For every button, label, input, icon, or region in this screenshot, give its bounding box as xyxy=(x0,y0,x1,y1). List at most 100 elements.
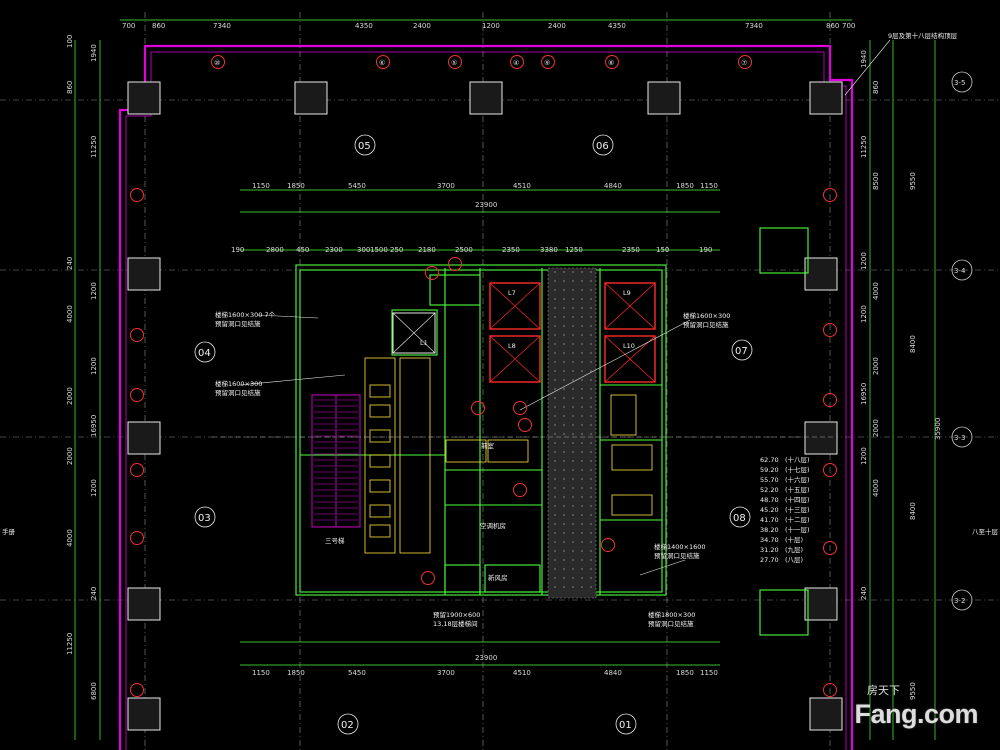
axis-balloon xyxy=(823,393,837,407)
axis-balloon-right xyxy=(951,259,973,281)
watermark-brand: Fang.com xyxy=(854,699,978,729)
hatch-dot xyxy=(581,370,583,372)
dim-core-top: 3700 xyxy=(437,182,455,190)
axis-balloon xyxy=(823,683,837,697)
hatch-dot xyxy=(590,559,592,561)
corridor-hatch xyxy=(547,267,597,599)
hatch-dot xyxy=(581,352,583,354)
hatch-dot xyxy=(563,280,565,282)
hatch-dot xyxy=(590,334,592,336)
dim-core-row2: 190 xyxy=(699,246,712,254)
dim-right-outer: 8400 xyxy=(909,502,917,520)
hatch-dot xyxy=(581,406,583,408)
dim-top: 1200 xyxy=(482,22,500,30)
dimension-lines xyxy=(74,19,936,740)
axis-balloon xyxy=(471,401,485,415)
hatch-dot xyxy=(563,460,565,462)
dim-right-inner: 1200 xyxy=(860,305,868,323)
hatch-dot xyxy=(554,478,556,480)
elevator-L1: L1 xyxy=(392,312,436,354)
dim-left: 240 xyxy=(90,587,98,600)
dim-left: 4000 xyxy=(66,305,74,323)
hatch-dot xyxy=(563,451,565,453)
hatch-dot xyxy=(590,325,592,327)
dim-left: 6800 xyxy=(90,682,98,700)
dim-core-bottom: 4840 xyxy=(604,669,622,677)
hatch-dot xyxy=(590,271,592,273)
grid-axes xyxy=(0,12,1000,750)
hatch-dot xyxy=(563,442,565,444)
hatch-dot xyxy=(563,469,565,471)
hatch-dot xyxy=(590,406,592,408)
hatch-dot xyxy=(554,289,556,291)
hatch-dot xyxy=(554,469,556,471)
hatch-dot xyxy=(581,442,583,444)
column xyxy=(127,81,161,115)
dim-left: 1200 xyxy=(90,282,98,300)
hatch-dot xyxy=(563,523,565,525)
dim-core-bottom: 3700 xyxy=(437,669,455,677)
hatch-dot xyxy=(590,505,592,507)
hatch-dot xyxy=(554,568,556,570)
hatch-dot xyxy=(581,496,583,498)
hatch-dot xyxy=(563,271,565,273)
hatch-dot xyxy=(572,586,574,588)
hatch-dot xyxy=(590,586,592,588)
dim-right-outer: 8400 xyxy=(909,335,917,353)
axis-balloon xyxy=(448,257,462,271)
hatch-dot xyxy=(554,370,556,372)
dim-top: 7340 xyxy=(213,22,231,30)
hatch-dot xyxy=(572,406,574,408)
core-fixtures xyxy=(364,357,653,554)
dim-left: 240 xyxy=(66,257,74,270)
dim-left: 860 xyxy=(66,81,74,94)
hatch-dot xyxy=(590,343,592,345)
dim-top: 860 xyxy=(152,22,165,30)
axis-balloon-right xyxy=(951,589,973,611)
hatch-dot xyxy=(563,316,565,318)
hatch-dot xyxy=(572,442,574,444)
hatch-dot xyxy=(563,361,565,363)
hatch-dot xyxy=(554,496,556,498)
dim-left: 4000 xyxy=(66,529,74,547)
axis-balloon xyxy=(513,401,527,415)
dim-top: 4350 xyxy=(355,22,373,30)
hatch-dot xyxy=(590,442,592,444)
axis-balloon xyxy=(421,571,435,585)
hatch-dot xyxy=(581,388,583,390)
hatch-dot xyxy=(590,541,592,543)
hatch-dot xyxy=(590,307,592,309)
structural-columns xyxy=(127,81,843,731)
hatch-dot xyxy=(554,361,556,363)
hatch-dot xyxy=(554,523,556,525)
hatch-dot xyxy=(572,541,574,543)
hatch-dot xyxy=(554,532,556,534)
hatch-dot xyxy=(554,442,556,444)
hatch-dot xyxy=(563,298,565,300)
hatch-dot xyxy=(563,568,565,570)
hatch-dot xyxy=(563,424,565,426)
hatch-dot xyxy=(572,460,574,462)
hatch-dot xyxy=(554,325,556,327)
dim-right-inner: 8500 xyxy=(872,172,880,190)
dim-right-inner: 4000 xyxy=(872,479,880,497)
hatch-dot xyxy=(572,496,574,498)
hatch-dot xyxy=(572,343,574,345)
dim-core-top: 5450 xyxy=(348,182,366,190)
axis-label-right: 3-2 xyxy=(954,597,965,605)
dim-right-inner: 860 xyxy=(872,81,880,94)
hatch-dot xyxy=(572,577,574,579)
dim-right-inner: 16950 xyxy=(860,383,868,405)
hatch-dot xyxy=(590,316,592,318)
axis-label-top: ⑧ xyxy=(608,59,614,67)
hatch-dot xyxy=(563,433,565,435)
hatch-dot xyxy=(554,460,556,462)
column xyxy=(647,81,681,115)
stair-three xyxy=(311,394,361,528)
hatch-dot xyxy=(581,298,583,300)
elevator-label: L9 xyxy=(623,289,631,297)
hatch-dot xyxy=(554,307,556,309)
dim-left: 2000 xyxy=(66,387,74,405)
hatch-dot xyxy=(590,568,592,570)
hatch-dot xyxy=(563,550,565,552)
